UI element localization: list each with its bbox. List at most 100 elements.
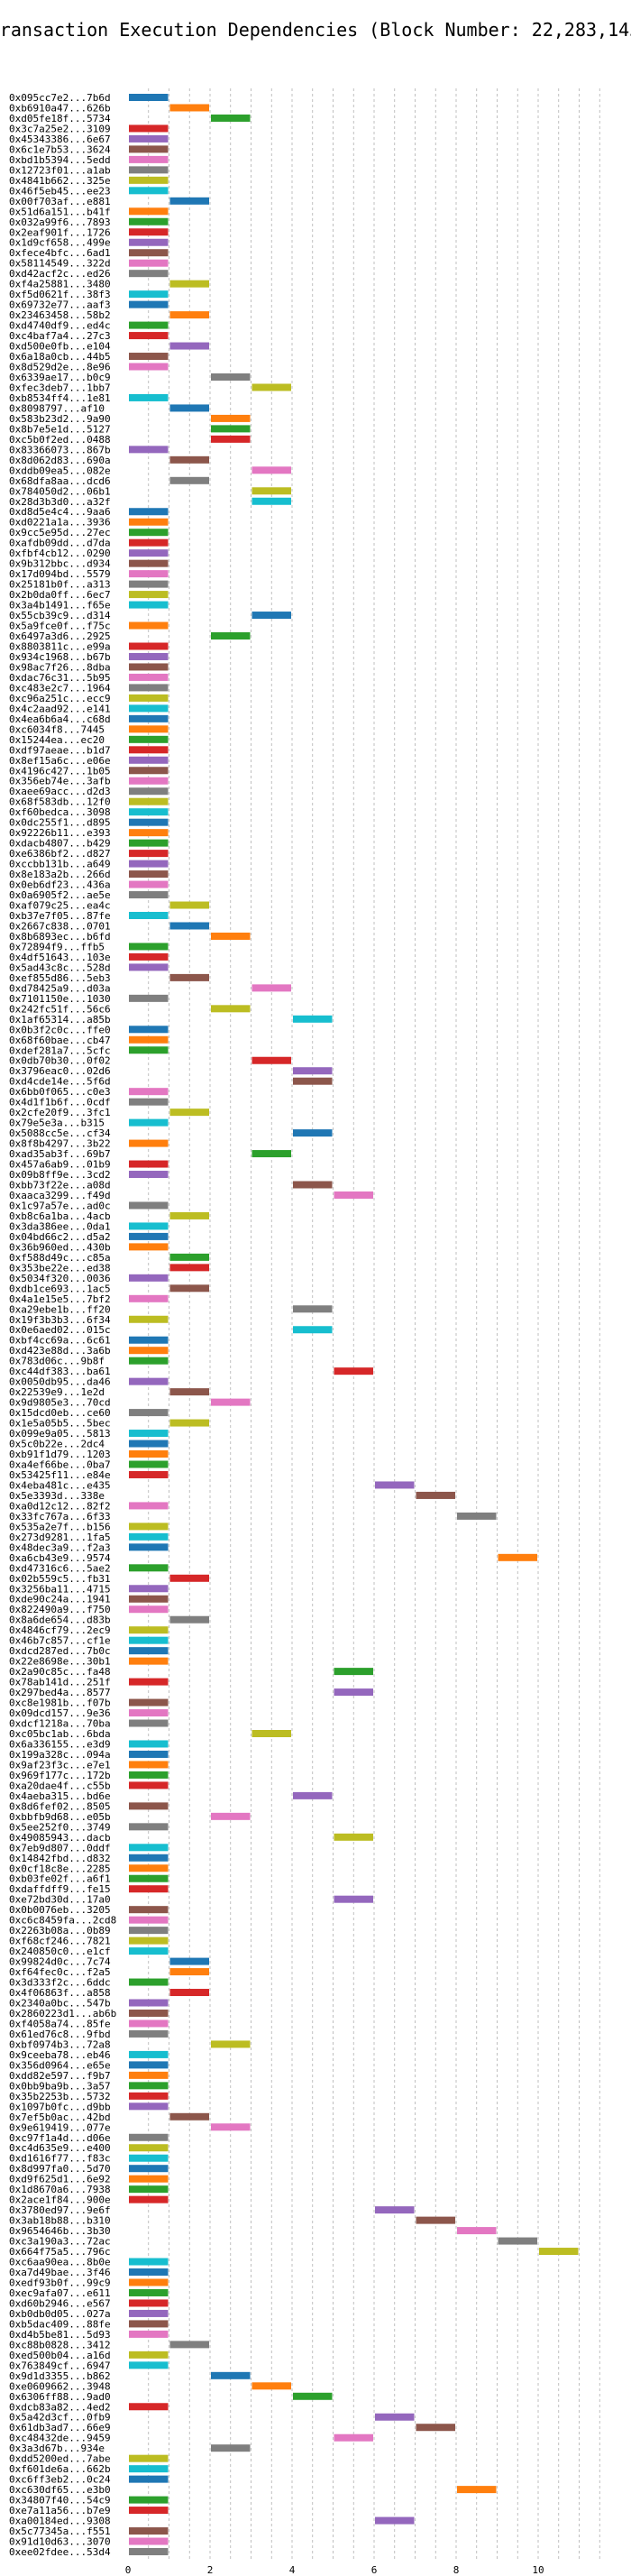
transaction-bar <box>334 1668 373 1676</box>
transaction-bar <box>211 114 251 122</box>
y-tick-label: 0xddb09ea5...082e <box>9 465 111 476</box>
transaction-bar <box>375 2413 415 2421</box>
transaction-bar <box>129 1440 169 1448</box>
transaction-bar <box>457 2486 497 2494</box>
y-tick-label: 0x8b6893ec...b6fd <box>9 931 111 943</box>
y-tick-label: 0xb8534ff4...1e81 <box>9 392 111 404</box>
transaction-bar <box>293 2392 333 2400</box>
y-tick-label: 0xf601de6a...662b <box>9 2463 111 2475</box>
transaction-bar <box>129 642 169 650</box>
y-tick-label: 0x99824d0c...7c74 <box>9 1956 111 1968</box>
transaction-bar <box>129 321 169 329</box>
transaction-bar <box>169 2112 209 2121</box>
y-tick-label: 0x12723f01...a1ab <box>9 164 111 176</box>
y-tick-label: 0xdd82e597...f9b7 <box>9 2070 111 2082</box>
y-tick-label: 0xc5b0f2ed...0488 <box>9 434 111 446</box>
x-tick-label: 10 <box>532 2564 544 2576</box>
y-tick-label: 0xbd1b5394...5edd <box>9 154 111 166</box>
y-tick-label: 0xc483e2c7...1964 <box>9 682 111 694</box>
transaction-bar <box>129 2330 169 2338</box>
y-tick-label: 0x9cc5e95d...27ec <box>9 527 111 538</box>
transaction-bar <box>129 912 169 919</box>
transaction-bar <box>129 746 169 754</box>
transaction-bar <box>129 652 169 660</box>
y-tick-label: 0xf64fec0c...f2a5 <box>9 1966 111 1978</box>
y-tick-label: 0x0db70b30...0f02 <box>9 1055 111 1067</box>
y-tick-label: 0x2eaf901f...1726 <box>9 226 111 238</box>
transaction-bar <box>129 1916 169 1924</box>
transaction-bar <box>169 455 209 464</box>
transaction-bar <box>129 176 169 184</box>
transaction-bar <box>129 1947 169 1955</box>
transaction-bar <box>129 1347 169 1355</box>
y-tick-label: 0xc4baf7a4...27c3 <box>9 330 111 342</box>
transaction-bar <box>129 2309 169 2317</box>
transaction-bar <box>129 2288 169 2296</box>
y-tick-label: 0x5034f320...0036 <box>9 1273 111 1284</box>
y-tick-label: 0x09dcd157...9e36 <box>9 1707 111 1719</box>
y-tick-label: 0x9654646b...3b30 <box>9 2225 111 2237</box>
y-tick-label: 0x98ac7f26...8dba <box>9 661 111 673</box>
y-tick-label: 0x91d10d63...3070 <box>9 2536 111 2548</box>
transaction-bar <box>129 270 169 278</box>
y-tick-label: 0x297bed4a...8577 <box>9 1687 111 1698</box>
y-tick-label: 0xafdb09dd...d7da <box>9 538 111 549</box>
transaction-bar <box>129 549 169 557</box>
transaction-bar <box>129 2165 169 2173</box>
transaction-bar <box>129 1626 169 1634</box>
y-tick-label: 0xd42acf2c...ed26 <box>9 268 111 280</box>
y-tick-label: 0x0bb9ba9b...3a57 <box>9 2080 111 2092</box>
transaction-bar <box>129 1243 169 1251</box>
transaction-bar <box>129 2195 169 2203</box>
transaction-bar <box>129 1026 169 1034</box>
transaction-bar <box>129 1160 169 1168</box>
transaction-bar <box>169 922 209 930</box>
transaction-bar <box>169 404 209 412</box>
transaction-bar <box>129 1823 169 1831</box>
transaction-bar <box>129 580 169 588</box>
y-tick-label: 0xd60b2946...e567 <box>9 2297 111 2309</box>
y-tick-label: 0x1d9cf658...499e <box>9 237 111 249</box>
transaction-bar <box>251 1150 291 1158</box>
transaction-bar <box>129 2361 169 2369</box>
y-tick-label: 0x4d1f1b6f...0cdf <box>9 1097 111 1109</box>
y-tick-label: 0x8e183a2b...266d <box>9 869 111 880</box>
y-tick-label: 0xec9afa07...e611 <box>9 2287 111 2299</box>
transaction-bar <box>129 538 169 547</box>
transaction-bar <box>169 280 209 288</box>
transaction-bar <box>129 880 169 888</box>
transaction-bar <box>169 1388 209 1396</box>
y-tick-label: 0xbb73f22e...a08d <box>9 1180 111 1191</box>
y-tick-label: 0x58114549...322d <box>9 258 111 270</box>
y-tick-label: 0x5a42d3cf...0fb9 <box>9 2412 111 2424</box>
transaction-bar <box>129 2154 169 2162</box>
y-tick-label: 0x68f60bae...cb47 <box>9 1035 111 1046</box>
y-tick-label: 0xc630df65...e3b0 <box>9 2484 111 2496</box>
transaction-bar <box>169 1264 209 1272</box>
transaction-bar <box>129 1201 169 1210</box>
transaction-bar <box>129 353 169 361</box>
y-tick-label: 0xb5dac409...88fe <box>9 2318 111 2330</box>
y-tick-label: 0xbf0974b3...72a8 <box>9 2038 111 2050</box>
y-tick-label: 0x2263b08a...0b89 <box>9 1925 111 1937</box>
transaction-bar <box>129 155 169 163</box>
transaction-bar <box>129 1781 169 1789</box>
y-tick-label: 0x1e5a05b5...5bec <box>9 1418 111 1430</box>
y-tick-label: 0x356eb74e...3afb <box>9 776 111 787</box>
y-tick-label: 0x61db3ad7...66e9 <box>9 2422 111 2433</box>
y-tick-label: 0x2a90c85c...fa48 <box>9 1666 111 1678</box>
transaction-bar <box>375 2206 415 2214</box>
transaction-bar <box>129 2454 169 2462</box>
transaction-bar <box>129 1937 169 1945</box>
transaction-bar <box>169 1284 209 1293</box>
y-tick-label: 0xa4ef66be...0ba7 <box>9 1458 111 1470</box>
transaction-bar <box>169 1615 209 1624</box>
transaction-bar <box>129 704 169 713</box>
transaction-bar <box>129 2465 169 2473</box>
transaction-bar <box>129 1460 169 1468</box>
transaction-bar <box>129 2320 169 2328</box>
transaction-bar <box>129 2133 169 2141</box>
y-tick-label: 0x8d6fef02...8505 <box>9 1800 111 1812</box>
y-tick-label: 0xc8e1981b...f07b <box>9 1697 111 1709</box>
transaction-bar <box>129 725 169 733</box>
